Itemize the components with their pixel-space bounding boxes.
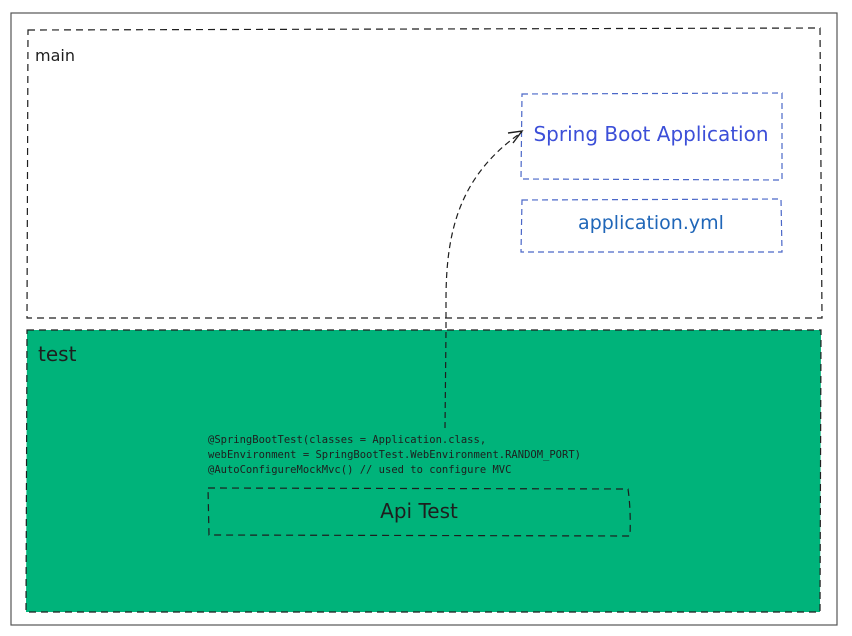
test-label: test (38, 342, 77, 366)
annotation-line: webEnvironment = SpringBootTest.WebEnvir… (208, 449, 581, 461)
outer-frame (10, 12, 838, 626)
api-test-box (207, 487, 631, 537)
spring-boot-application-box (520, 92, 783, 181)
connector-arrow (444, 131, 523, 429)
main-container (26, 27, 823, 319)
api-test-label: Api Test (380, 499, 458, 523)
spring-boot-application-label: Spring Boot Application (533, 122, 769, 146)
application-yml-label: application.yml (578, 212, 724, 234)
annotation-line: @AutoConfigureMockMvc() // used to confi… (208, 464, 512, 476)
main-label: main (35, 46, 75, 65)
test-annotation: @SpringBootTest(classes = Application.cl… (208, 433, 581, 478)
annotation-line: @SpringBootTest(classes = Application.cl… (208, 434, 487, 446)
test-container (25, 329, 822, 613)
arrow-head (507, 130, 524, 144)
application-yml-box (520, 198, 783, 253)
